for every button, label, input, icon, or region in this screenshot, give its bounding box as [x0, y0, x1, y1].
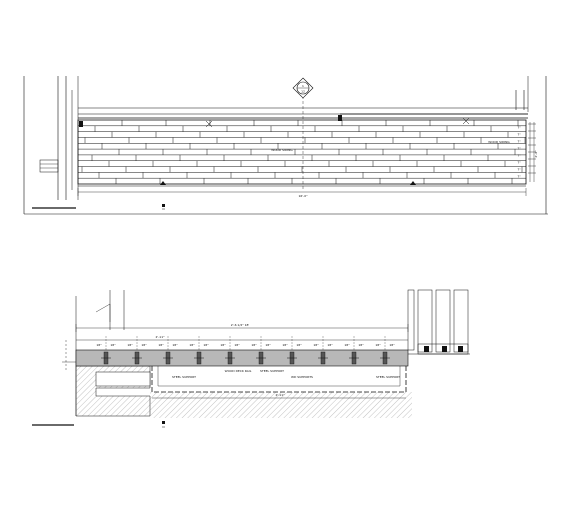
spacing-label: 18"	[172, 343, 178, 347]
spacing-label: 18"	[110, 343, 116, 347]
spacing-label: 18"	[296, 343, 302, 347]
x-marker-right	[462, 117, 470, 125]
center-label: WOOD SIDING	[271, 148, 293, 152]
right-dim-label: 7"	[517, 147, 521, 151]
plan-overall-dim: 2'-6 1/2" 18'	[231, 323, 250, 327]
spacing-label: 18"	[313, 343, 319, 347]
right-wall-frames	[404, 289, 470, 355]
spacing-dimensions: 18" 18" 18" 18" 18" 18" 18" 18" 18" 18" 18" 18" 18" 1…	[96, 343, 395, 347]
right-dim-label: 7"	[517, 133, 521, 137]
section-marker-bottom: 12	[301, 90, 305, 94]
spacing-label: 18"	[251, 343, 257, 347]
overall-width-dim: 16'-0"	[298, 194, 308, 198]
support-label: STEEL SUPPORT	[260, 369, 284, 373]
x-marker-left	[205, 120, 213, 128]
spacing-label: 18"	[234, 343, 240, 347]
bracket-right	[338, 115, 342, 121]
plan-overall-dimension: 2'-6 1/2" 18'	[75, 323, 409, 332]
right-dim-label: 7"	[517, 154, 521, 158]
section-marker: 1 12	[292, 77, 314, 99]
spacing-label: 18"	[282, 343, 288, 347]
bracket-left	[79, 121, 83, 127]
plan-span-dim: 2'-11"	[155, 335, 165, 339]
spacing-label: 18"	[327, 343, 333, 347]
spacing-label: 18"	[358, 343, 364, 347]
plan-bottom-dim: 2'-11"	[275, 393, 285, 397]
spacing-label: 18"	[265, 343, 271, 347]
plan-tag-icon	[162, 421, 165, 424]
right-dim-label: 7"	[517, 126, 521, 130]
anchor-left	[160, 181, 166, 185]
spacing-label: 18"	[127, 343, 133, 347]
right-dim-label: 7"	[517, 168, 521, 172]
anchor-right	[410, 181, 416, 185]
spacing-label: 18"	[141, 343, 147, 347]
spacing-label: 18"	[344, 343, 350, 347]
spacing-label: 18"	[203, 343, 209, 347]
overall-dimension: 16'-0"	[77, 188, 527, 198]
siding-boards	[78, 120, 526, 184]
plan-view: STEEL SUPPORT WOOD DECK RAIL STEEL SUPPORT…	[32, 289, 470, 428]
spacing-label: 18"	[375, 343, 381, 347]
plan-bottom-dimension: 2'-11"	[152, 393, 406, 399]
right-dim-label: 7"	[517, 175, 521, 179]
spacing-label: 18"	[389, 343, 395, 347]
section-marker-top: 1	[302, 84, 304, 88]
elevation-tag-icon	[162, 204, 165, 207]
spacing-label: 18"	[96, 343, 102, 347]
left-wall	[23, 76, 79, 214]
right-wall	[515, 76, 547, 214]
support-label: STEEL SUPPORT	[376, 375, 400, 379]
right-dimensions: 7" 7" 7" 7" 7" 7" 7" 7"	[517, 123, 536, 179]
support-label: WD SUPPORTS	[291, 375, 313, 379]
support-labels: STEEL SUPPORT WOOD DECK RAIL STEEL SUPPORT…	[172, 369, 400, 379]
spacing-label: 18"	[189, 343, 195, 347]
right-dim-label: 7"	[517, 140, 521, 144]
spacing-label: 18"	[220, 343, 226, 347]
right-dim-label: 7"	[517, 161, 521, 165]
spacing-label: 18"	[158, 343, 164, 347]
right-label: WOOD SIDING	[488, 140, 510, 144]
support-label: WOOD DECK RAIL	[225, 369, 252, 373]
siding-panel	[77, 119, 527, 185]
support-label: STEEL SUPPORT	[172, 375, 196, 379]
height-dim: 4'-6"	[534, 150, 538, 158]
elevation-view: 1 12 WOOD SIDING WOOD SIDING 7"7"7"7"7"7…	[23, 76, 547, 214]
slab-supports	[101, 336, 390, 365]
ground-hatch	[150, 392, 412, 418]
